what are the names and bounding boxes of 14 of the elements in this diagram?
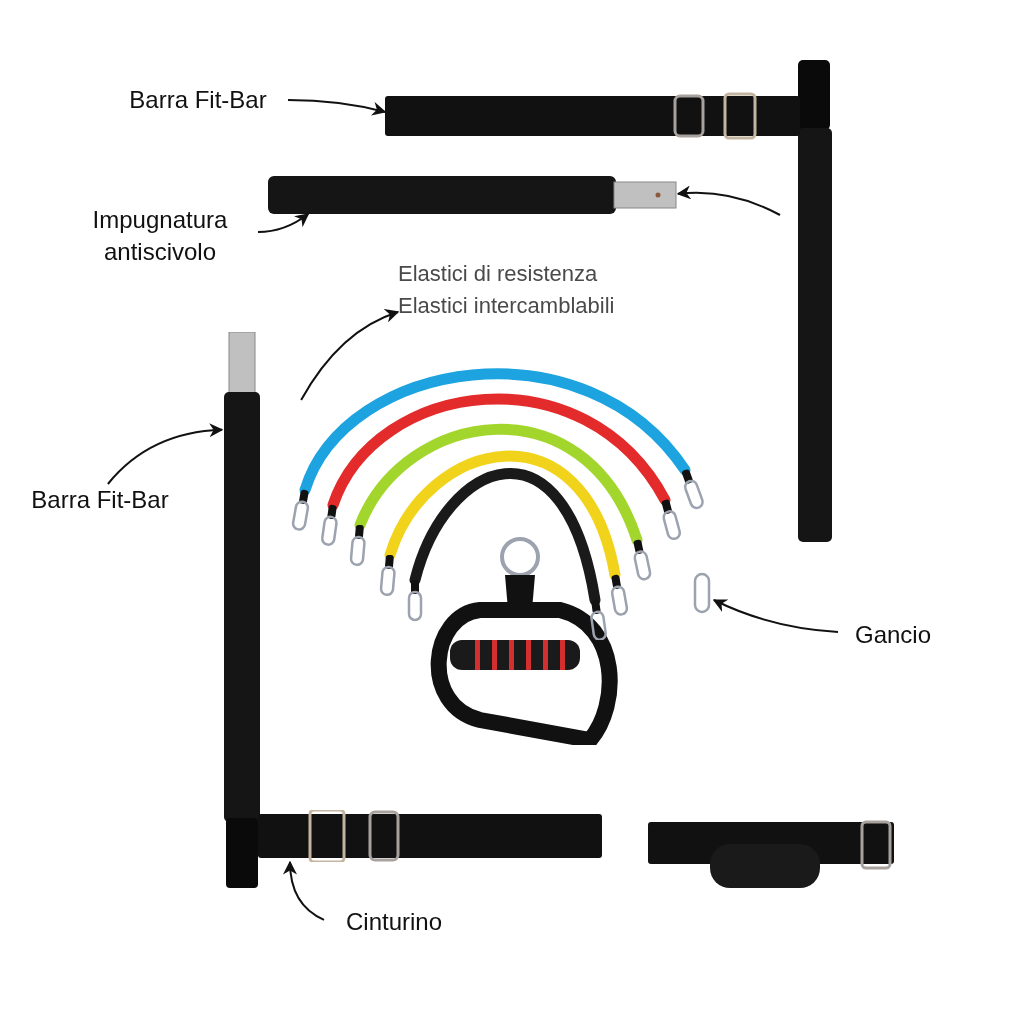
leader-arrow (300, 309, 400, 401)
leader-arrow (287, 99, 387, 116)
leader-arrow (676, 185, 781, 216)
heading-text: Elastici intercamblabili (398, 292, 615, 320)
heading-text: Elastici di resistenza (398, 260, 598, 288)
leader-arrow (257, 213, 310, 234)
leader-arrow (283, 860, 325, 921)
leader-arrow (712, 599, 839, 633)
callout-label: Barra Fit-Bar (31, 485, 169, 515)
callout-label: Impugnatura antiscivolo (91, 205, 229, 267)
leader-arrow (106, 423, 224, 485)
callout-label: Cinturino (345, 907, 442, 937)
callout-label: Gancio (854, 620, 931, 650)
callout-label: Barra Fit-Bar (129, 85, 267, 115)
